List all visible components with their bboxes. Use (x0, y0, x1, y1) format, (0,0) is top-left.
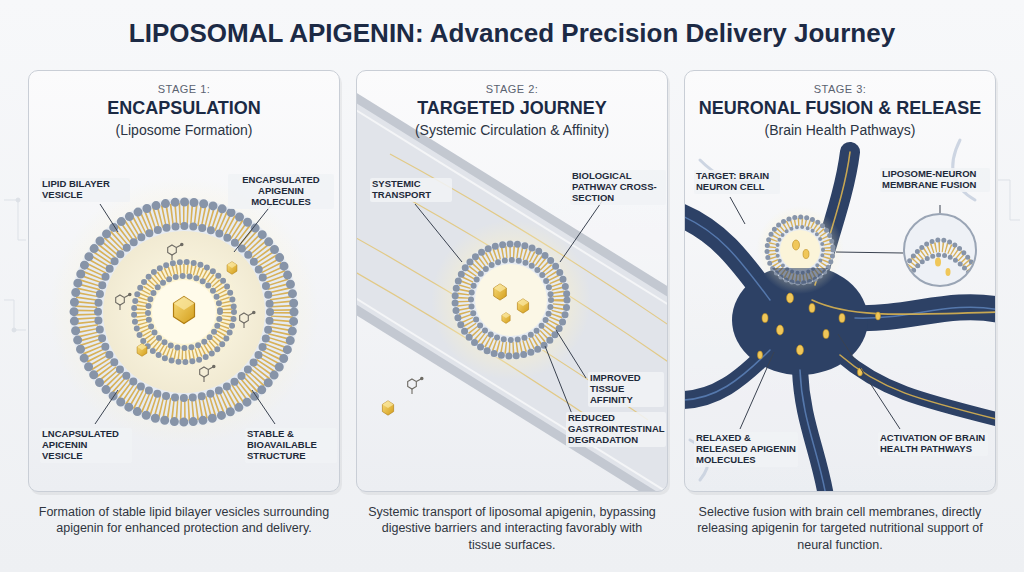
stage-panel: STAGE 3: NEURONAL FUSION & RELEASE (Brain … (684, 70, 996, 492)
caption-text: Formation of stable lipid bilayer vesicl… (28, 504, 340, 537)
callout-label: SYSTEMIC TRANSPORT (370, 178, 452, 202)
panel-cards (28, 70, 998, 495)
liposome-small (382, 220, 591, 415)
stage-number: STAGE 3: (814, 83, 867, 95)
stage-heading: ENCAPSULATION (107, 98, 261, 119)
leader-lines (730, 197, 940, 429)
liposome-large (49, 177, 319, 447)
stage-number: STAGE 1: (158, 83, 211, 95)
diagram-title: LIPOSOMAL APIGENIN: Advanced Precision D… (0, 18, 1024, 49)
callout-label: REDUCED GASTROINTESTINAL DEGRADATION (566, 412, 666, 447)
vessel-cross-section (356, 70, 668, 492)
callout-label: LNCAPSULATED APICENIN VESICLE (40, 428, 132, 463)
stage-number: STAGE 2: (486, 83, 539, 95)
callout-label: ACTIVATION OF BRAIN HEALTH PATHWAYS (878, 432, 988, 456)
callout-label: IMPROVED TISSUE AFFINITY (588, 372, 664, 407)
callout-label: BIOLOGICAL PATHWAY CROSS-SECTION (570, 170, 666, 205)
stage-subtitle: (Brain Health Pathways) (765, 122, 916, 138)
callout-label: RELAXED & RELEASED APIGENIN MOLECULES (694, 432, 798, 467)
caption-text: Selective fusion with brain cell membran… (684, 504, 996, 553)
callout-label: TARGET: BRAIN NEURON CELL (694, 170, 780, 194)
callout-label: ENCAPSULATED APIGENIN MOLECULES (228, 174, 334, 209)
stage-heading: TARGETED JOURNEY (417, 98, 607, 119)
leader-lines (95, 204, 275, 424)
leader-lines (415, 197, 605, 414)
neuron-cell (684, 140, 996, 492)
zoom-inset (900, 214, 980, 290)
callout-label: LIPID BILAYER VESICLE (40, 178, 130, 202)
callout-label: STABLE & BIOAVAILABLE STRUCTURE (245, 428, 337, 463)
stage-subtitle: (Liposome Formation) (116, 122, 253, 138)
callout-label: LIPOSOME-NEURON MEMBRANE FUSION (880, 168, 990, 192)
fusing-liposome (756, 206, 881, 376)
stage-heading: NEURONAL FUSION & RELEASE (699, 98, 982, 119)
caption-text: Systemic transport of liposomal apigenin… (356, 504, 668, 553)
stage-subtitle: (Systemic Circulation & Affinity) (415, 122, 609, 138)
